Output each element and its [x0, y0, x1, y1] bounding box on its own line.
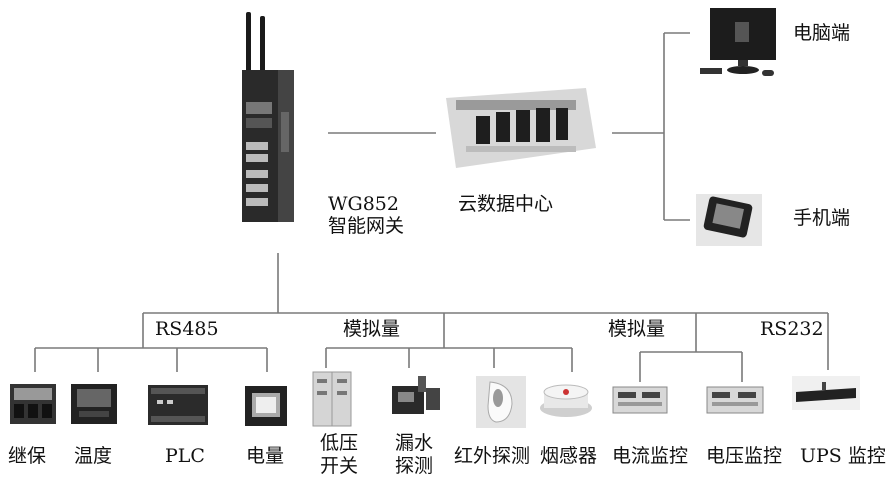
current-monitor-icon	[612, 386, 668, 414]
current-label: 电流监控	[612, 445, 689, 467]
cloud-server-image	[446, 88, 596, 168]
leak-detector-icon	[392, 376, 440, 414]
plc-label: PLC	[165, 445, 205, 467]
analog-label-1: 模拟量	[343, 318, 401, 340]
ir-label: 红外探测	[454, 445, 531, 467]
infrared-detector-icon	[476, 376, 526, 428]
relay-label: 继保	[8, 445, 47, 467]
phone-icon	[696, 194, 762, 246]
analog-label-2: 模拟量	[608, 318, 666, 340]
leak-label-2: 探测	[395, 455, 434, 477]
relay-device-icon	[10, 384, 56, 424]
low-voltage-switch-icon	[312, 371, 352, 427]
cloud-label: 云数据中心	[458, 193, 554, 215]
lv-switch-label-2: 开关	[320, 455, 359, 477]
gateway-model: WG852	[328, 193, 399, 215]
rs485-label: RS485	[155, 318, 219, 340]
voltage-label: 电压监控	[706, 445, 783, 467]
gateway-name: 智能网关	[328, 215, 405, 237]
lv-switch-label-1: 低压	[320, 432, 359, 454]
pc-label: 电脑端	[793, 22, 851, 44]
smoke-label: 烟感器	[540, 445, 598, 467]
pc-icon	[700, 8, 776, 76]
temperature-label: 温度	[74, 445, 113, 467]
ups-label: UPS 监控	[800, 445, 886, 467]
plc-device-icon	[148, 385, 208, 425]
leak-label-1: 漏水	[395, 432, 434, 454]
meter-device-icon	[245, 386, 287, 426]
phone-label: 手机端	[793, 207, 851, 229]
temperature-device-icon	[71, 384, 117, 424]
meter-label: 电量	[246, 445, 285, 467]
rs232-label: RS232	[760, 318, 824, 340]
gateway-device-image	[242, 12, 294, 222]
voltage-monitor-icon	[706, 386, 764, 414]
ups-monitor-icon	[792, 376, 860, 410]
smoke-detector-icon	[540, 384, 592, 417]
